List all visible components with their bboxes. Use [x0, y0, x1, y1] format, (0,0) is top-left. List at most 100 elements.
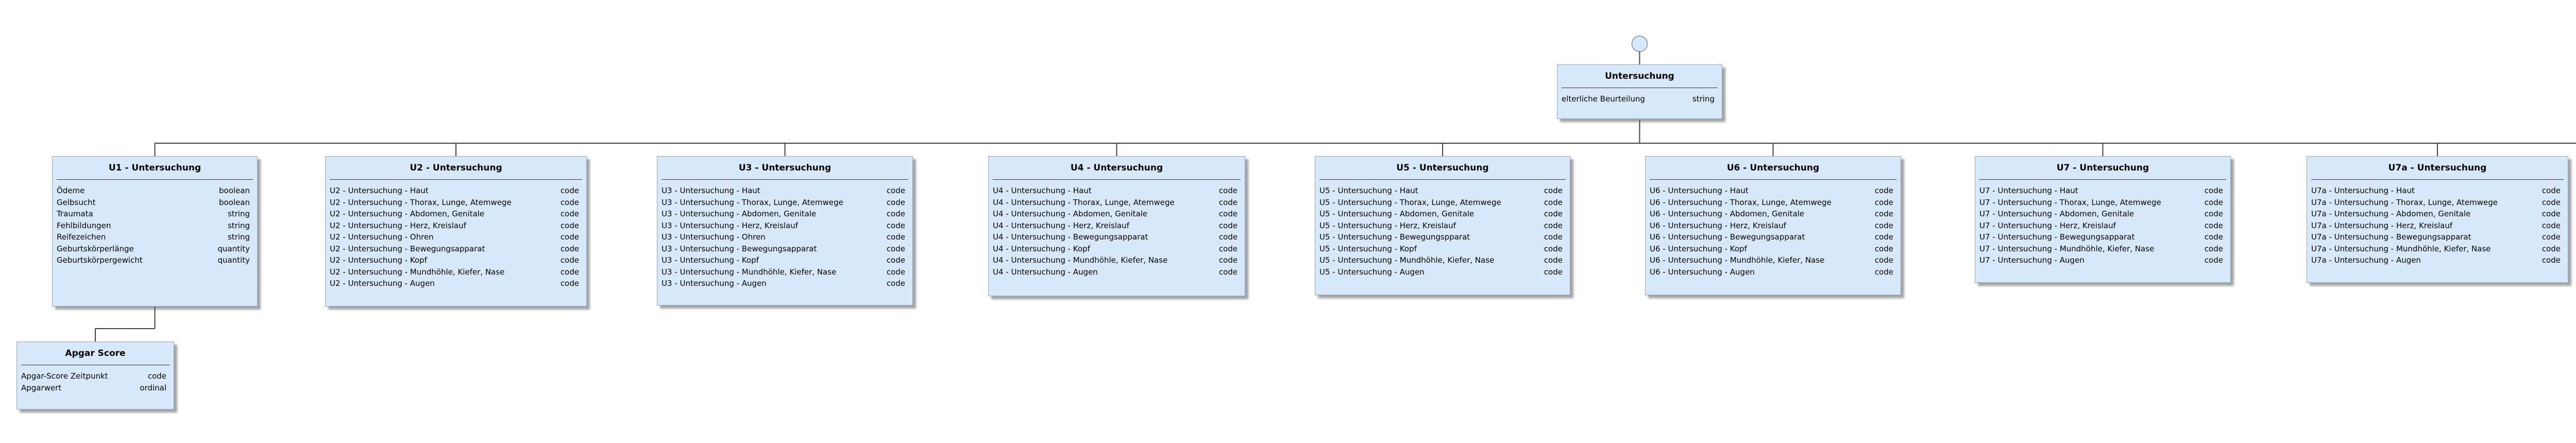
attribute-type: code — [1874, 220, 1893, 230]
title-separator — [662, 179, 908, 180]
attribute-row: U2 - Untersuchung - Abdomen, Genitale cod… — [330, 208, 579, 220]
class-title: U7 - Untersuchung — [2056, 163, 2149, 173]
attribute-row: U2 - Untersuchung - Mundhöhle, Kiefer, N… — [330, 266, 579, 278]
attribute-name: U6 - Untersuchung - Kopf — [1650, 244, 1747, 253]
attribute-type: code — [560, 209, 579, 218]
attribute-name: U2 - Untersuchung - Abdomen, Genitale — [330, 209, 485, 218]
class-title: U7a - Untersuchung — [2388, 163, 2487, 173]
attribute-name: U7a - Untersuchung - Abdomen, Genitale — [2311, 209, 2471, 218]
attribute-name: U7a - Untersuchung - Mundhöhle, Kiefer, … — [2311, 244, 2491, 253]
attribute-type: code — [560, 220, 579, 230]
attribute-name: U2 - Untersuchung - Herz, Kreislauf — [330, 220, 466, 230]
class-title: U2 - Untersuchung — [410, 163, 502, 173]
attribute-row: U4 - Untersuchung - Mundhöhle, Kiefer, N… — [993, 254, 1238, 266]
attribute-type: code — [2204, 255, 2223, 265]
class-box-u2[interactable]: U2 - Untersuchung U2 - Untersuchung - Hau… — [325, 156, 587, 306]
attribute-name: U2 - Untersuchung - Mundhöhle, Kiefer, N… — [330, 267, 505, 277]
attribute-type: code — [1544, 197, 1563, 207]
attribute-name: U7 - Untersuchung - Herz, Kreislauf — [1979, 220, 2116, 230]
attribute-row: U7 - Untersuchung - Thorax, Lunge, Atemw… — [1979, 197, 2223, 209]
attribute-name: U7 - Untersuchung - Haut — [1979, 186, 2078, 195]
attribute-row: U5 - Untersuchung - Abdomen, Genitale cod… — [1319, 208, 1563, 220]
attribute-name: U5 - Untersuchung - Mundhöhle, Kiefer, N… — [1319, 255, 1495, 265]
attribute-name: U3 - Untersuchung - Haut — [662, 186, 760, 195]
attribute-name: U7 - Untersuchung - Augen — [1979, 255, 2084, 265]
attribute-type: code — [1874, 232, 1893, 242]
attribute-name: U5 - Untersuchung - Thorax, Lunge, Atemw… — [1319, 197, 1501, 207]
attribute-type: code — [1544, 209, 1563, 218]
attribute-type: code — [1874, 255, 1893, 265]
attribute-name: U7 - Untersuchung - Abdomen, Genitale — [1979, 209, 2134, 218]
attribute-type: code — [2541, 220, 2561, 230]
attribute-name: U5 - Untersuchung - Augen — [1319, 267, 1425, 277]
attribute-name: Gelbsucht — [57, 197, 96, 207]
root-anchor-circle — [1631, 36, 1648, 52]
attribute-name: U7 - Untersuchung - Bewegungsapparat — [1979, 232, 2135, 242]
attribute-row: U2 - Untersuchung - Thorax, Lunge, Atemw… — [330, 197, 579, 209]
attribute-type: code — [2204, 244, 2223, 253]
attribute-name: U4 - Untersuchung - Herz, Kreislauf — [993, 220, 1129, 230]
attribute-name: Apgar-Score Zeitpunkt — [21, 371, 108, 381]
attribute-name: U6 - Untersuchung - Bewegungsapparat — [1650, 232, 1805, 242]
attribute-type: code — [2541, 186, 2561, 195]
attribute-type: code — [1218, 209, 1238, 218]
attribute-type: string — [227, 232, 250, 242]
attribute-name: U2 - Untersuchung - Ohren — [330, 232, 434, 242]
attribute-type: code — [1874, 186, 1893, 195]
attribute-name: U4 - Untersuchung - Abdomen, Genitale — [993, 209, 1148, 218]
attribute-type: code — [886, 209, 905, 218]
attribute-type: code — [560, 255, 579, 265]
attribute-type: code — [1218, 244, 1238, 253]
attribute-name: U4 - Untersuchung - Mundhöhle, Kiefer, N… — [993, 255, 1168, 265]
attribute-row: Geburtskörpergewicht quantity — [57, 254, 250, 266]
class-box-u7[interactable]: U7 - Untersuchung U7 - Untersuchung - Hau… — [1975, 156, 2231, 283]
attribute-name: U5 - Untersuchung - Abdomen, Genitale — [1319, 209, 1475, 218]
attribute-type: code — [2204, 209, 2223, 218]
attribute-row: U6 - Untersuchung - Thorax, Lunge, Atemw… — [1650, 197, 1893, 209]
attribute-type: boolean — [219, 186, 250, 195]
attribute-type: code — [2204, 232, 2223, 242]
attribute-type: code — [560, 232, 579, 242]
attribute-type: code — [1218, 255, 1238, 265]
attribute-name: Fehlbildungen — [57, 220, 111, 230]
attribute-name: Geburtskörpergewicht — [57, 255, 143, 265]
attribute-name: Apgarwert — [21, 383, 62, 393]
attribute-name: Ödeme — [57, 186, 85, 195]
attribute-type: code — [1874, 197, 1893, 207]
attribute-name: U5 - Untersuchung - Haut — [1319, 186, 1418, 195]
attribute-type: quantity — [217, 255, 250, 265]
attribute-row: U6 - Untersuchung - Bewegungsapparat code — [1650, 231, 1893, 243]
attribute-type: code — [1544, 244, 1563, 253]
attribute-type: boolean — [219, 197, 250, 207]
attribute-row: U7 - Untersuchung - Abdomen, Genitale cod… — [1979, 208, 2223, 220]
